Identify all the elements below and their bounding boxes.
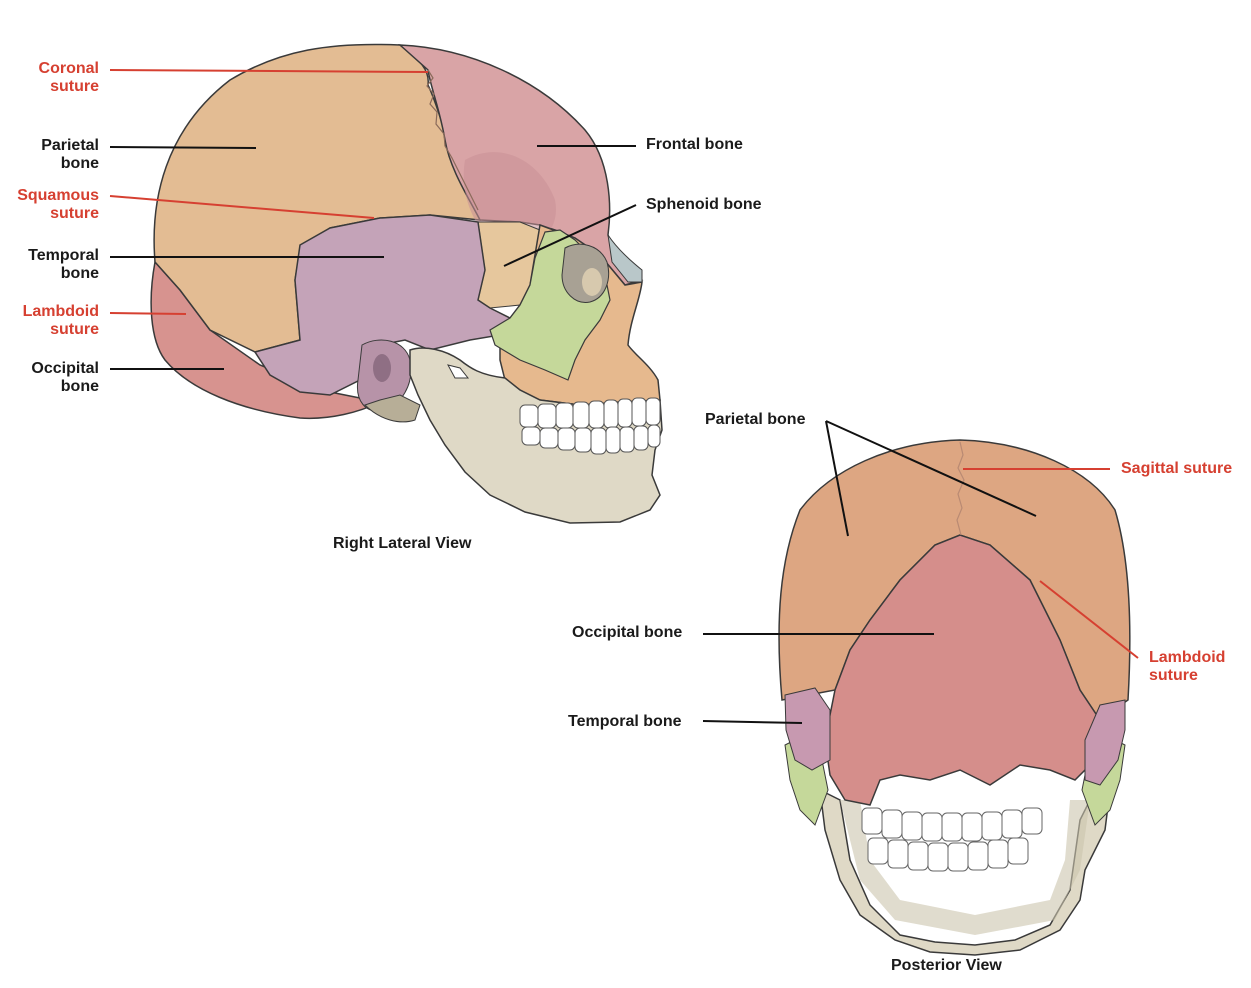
lateral-ear-canal (373, 354, 391, 382)
label-lateral-parietal-line2: bone (60, 155, 99, 172)
posterior-sagittal-suture (956, 441, 965, 536)
posterior-teeth (861, 807, 1043, 872)
label-coronal-suture: Coronal suture (39, 60, 99, 96)
label-sphenoid-bone: Sphenoid bone (646, 196, 762, 213)
label-posterior-lambdoid-suture: Lambdoid suture (1149, 649, 1225, 685)
label-coronal-suture-line2: suture (50, 78, 99, 95)
posterior-parietal-leader-right (825, 420, 1037, 517)
posterior-parietal-bone-shape (778, 439, 1131, 722)
caption-right-lateral-view: Right Lateral View (333, 535, 472, 552)
posterior-lambdoid-leader (1039, 580, 1139, 659)
label-lateral-temporal-line2: bone (60, 265, 99, 282)
sphenoid-leader (503, 204, 637, 267)
lateral-orbit-inner (582, 268, 602, 296)
label-posterior-lambdoid-line1: Lambdoid (1149, 649, 1226, 666)
lateral-parietal-leader (109, 146, 257, 149)
lateral-mandible-notch (447, 364, 470, 379)
label-posterior-occipital-bone: Occipital bone (572, 624, 683, 641)
label-squamous-suture-line1: Squamous (17, 187, 99, 204)
lateral-upper-teeth (519, 397, 661, 429)
lateral-nasal-bone (607, 234, 643, 283)
label-frontal-bone: Frontal bone (646, 136, 743, 153)
label-lateral-occipital-line2: bone (60, 378, 99, 395)
posterior-skull (778, 439, 1131, 956)
lateral-mastoid (364, 394, 421, 423)
label-lateral-temporal-bone: Temporal bone (28, 247, 99, 283)
posterior-jaw-inner (840, 800, 1090, 935)
posterior-temporal-leader (702, 720, 803, 724)
label-lateral-lambdoid-line2: suture (50, 321, 99, 338)
lateral-skull (150, 43, 663, 524)
label-lateral-occipital-bone: Occipital bone (31, 360, 99, 396)
label-sagittal-suture: Sagittal suture (1121, 460, 1233, 477)
label-coronal-suture-line1: Coronal (38, 60, 99, 77)
label-lateral-occipital-line1: Occipital (31, 360, 99, 377)
posterior-parietal-leader-left (825, 420, 849, 537)
label-squamous-suture: Squamous suture (17, 187, 99, 223)
squamous-suture-leader (109, 195, 375, 219)
lateral-lower-teeth (521, 424, 661, 455)
posterior-occipital-bone-shape (824, 534, 1101, 806)
label-squamous-suture-line2: suture (50, 205, 99, 222)
label-posterior-temporal-bone: Temporal bone (568, 713, 682, 730)
label-lateral-lambdoid-suture: Lambdoid suture (23, 303, 99, 339)
leader-lines (109, 69, 1139, 724)
label-posterior-lambdoid-line2: suture (1149, 667, 1198, 684)
label-lateral-lambdoid-line1: Lambdoid (22, 303, 99, 320)
posterior-left-temporal-shape (784, 687, 831, 771)
label-lateral-temporal-line1: Temporal (28, 247, 99, 264)
posterior-right-temporal-shape (1084, 699, 1126, 786)
coronal-suture-leader (109, 69, 429, 73)
lateral-temporal-bone-shape (253, 214, 512, 396)
lateral-lambdoid-leader (109, 312, 187, 315)
caption-posterior-view: Posterior View (891, 957, 1002, 974)
lateral-coronal-suture (426, 69, 479, 211)
label-lateral-parietal-bone: Parietal bone (41, 137, 99, 173)
label-lateral-parietal-line1: Parietal (41, 137, 99, 154)
label-posterior-parietal-bone: Parietal bone (705, 411, 806, 428)
